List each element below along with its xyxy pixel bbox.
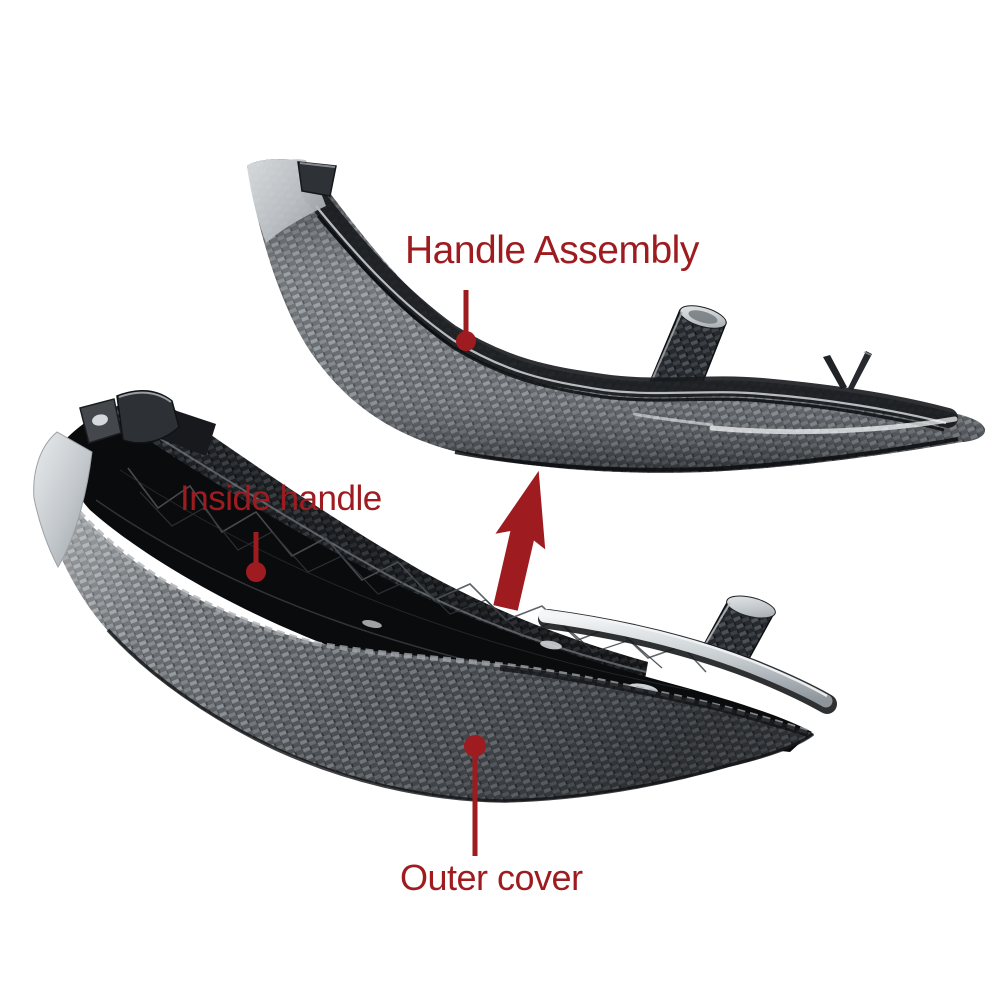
up-arrow-icon bbox=[493, 470, 546, 611]
handle-assembly-part bbox=[247, 159, 986, 473]
outer-cover-label: Outer cover bbox=[400, 857, 583, 898]
outer-cover-part bbox=[33, 431, 815, 803]
inside-handle-pointer bbox=[246, 532, 266, 582]
handle-assembly-label: Handle Assembly bbox=[405, 229, 699, 272]
outer-cover-pointer bbox=[464, 735, 486, 856]
inside-handle-label: Inside handle bbox=[180, 479, 382, 518]
handle-assembly-pointer bbox=[456, 290, 476, 351]
pointer-dot bbox=[246, 562, 266, 582]
pointer-dot bbox=[464, 735, 486, 757]
pointer-dot bbox=[456, 331, 476, 351]
